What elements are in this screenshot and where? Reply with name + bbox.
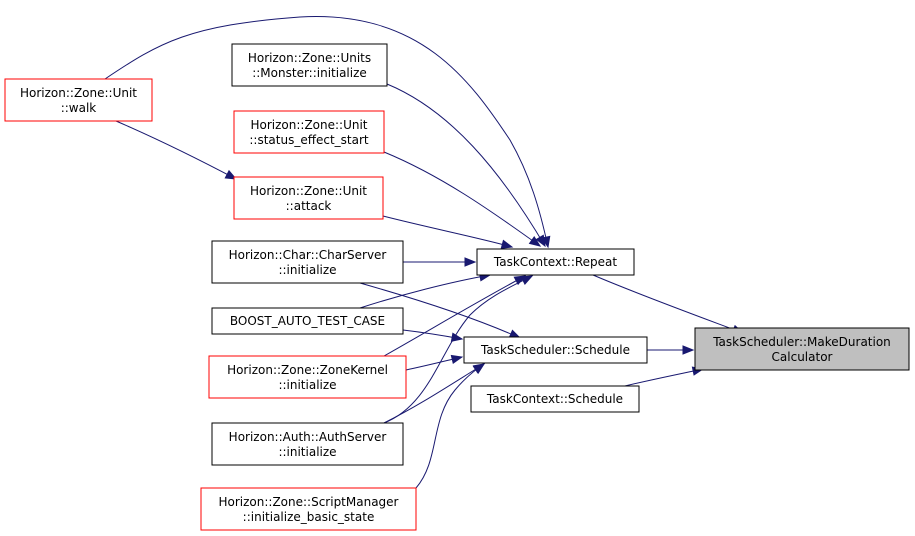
edge-line [359, 282, 521, 339]
arrowhead-icon [682, 345, 695, 355]
edge-line [415, 363, 485, 489]
edge-status-to-repeat [383, 151, 542, 247]
node-monster-initialize[interactable]: Horizon::Zone::Units ::Monster::initiali… [231, 43, 388, 87]
node-label-line: Horizon::Zone::Unit [250, 184, 367, 198]
node-unit-attack[interactable]: Horizon::Zone::Unit ::attack [233, 176, 384, 220]
edge-attack-to-repeat [382, 215, 514, 249]
node-taskcontext-schedule[interactable]: TaskContext::Schedule [470, 385, 640, 413]
edge-line [115, 120, 237, 180]
edge-line [382, 215, 513, 248]
edge-line [383, 275, 533, 424]
node-label-line: TaskScheduler::MakeDuration [712, 335, 891, 349]
node-charserver-initialize[interactable]: Horizon::Char::CharServer ::initialize [211, 240, 404, 284]
edge-line [383, 151, 541, 247]
edge-boost-to-tsschedule [402, 329, 464, 342]
edge-scriptmgr-to-tsschedule [415, 363, 486, 489]
node-label-line: ::status_effect_start [249, 133, 369, 147]
edge-tsschedule-to-makeduration [647, 345, 695, 355]
node-label-line: Horizon::Char::CharServer [229, 248, 387, 262]
edge-line [104, 16, 549, 248]
node-makedurationcalculator[interactable]: TaskScheduler::MakeDuration Calculator [694, 327, 910, 371]
node-label-line: Calculator [772, 350, 833, 364]
node-unit-status-effect-start[interactable]: Horizon::Zone::Unit ::status_effect_star… [233, 110, 385, 154]
node-taskscheduler-schedule[interactable]: TaskScheduler::Schedule [463, 336, 648, 364]
edge-charserver-to-repeat [403, 257, 477, 267]
edge-walk-to-attack [115, 120, 238, 180]
edge-line [592, 274, 744, 334]
node-scriptmanager-initialize-basic-state[interactable]: Horizon::Zone::ScriptManager ::initializ… [200, 487, 417, 531]
node-label-line: ::attack [286, 199, 332, 213]
node-label-line: ::initialize_basic_state [243, 510, 375, 524]
arrowhead-icon [528, 236, 542, 247]
edge-line [386, 83, 546, 247]
node-label-line: BOOST_AUTO_TEST_CASE [230, 314, 385, 328]
edge-repeat-to-makeduration [592, 274, 745, 334]
arrowhead-icon [535, 234, 546, 248]
edge-charserver-to-tsschedule [359, 282, 522, 339]
node-label-line: ::walk [61, 101, 97, 115]
node-label-line: ::Monster::initialize [252, 66, 367, 80]
edge-line [616, 368, 704, 389]
node-label-line: ::initialize [278, 263, 336, 277]
node-label-line: TaskScheduler::Schedule [480, 343, 630, 357]
node-authserver-initialize[interactable]: Horizon::Auth::AuthServer ::initialize [211, 422, 404, 466]
node-boost-auto-test-case[interactable]: BOOST_AUTO_TEST_CASE [211, 307, 404, 335]
edge-zonekernel-to-tsschedule [405, 354, 464, 371]
node-unit-walk[interactable]: Horizon::Zone::Unit ::walk [4, 78, 153, 122]
node-label-line: Horizon::Zone::Unit [250, 118, 367, 132]
arrowhead-icon [450, 354, 464, 365]
arrowhead-icon [500, 239, 514, 249]
node-label-line: TaskContext::Repeat [493, 255, 618, 269]
node-label-line: ::initialize [278, 445, 336, 459]
arrowhead-icon [450, 332, 464, 342]
node-label-line: TaskContext::Schedule [486, 392, 623, 406]
edge-line [359, 274, 491, 309]
node-taskcontext-repeat[interactable]: TaskContext::Repeat [476, 248, 635, 276]
edge-monster-to-repeat [386, 83, 546, 248]
node-label-line: Horizon::Zone::ScriptManager [218, 495, 398, 509]
node-label-line: Horizon::Auth::AuthServer [229, 430, 387, 444]
node-label-line: Horizon::Zone::Unit [20, 86, 137, 100]
arrowhead-icon [472, 363, 486, 374]
node-label-line: ::initialize [278, 378, 336, 392]
edge-line [383, 363, 485, 424]
node-zonekernel-initialize[interactable]: Horizon::Zone::ZoneKernel ::initialize [208, 355, 407, 399]
arrowhead-icon [224, 169, 238, 180]
edge-line [383, 275, 526, 357]
node-label-line: Horizon::Zone::Units [248, 51, 371, 65]
node-label-line: Horizon::Zone::ZoneKernel [227, 363, 388, 377]
arrowhead-icon [520, 275, 534, 285]
arrowhead-icon [464, 257, 477, 267]
edge-tcschedule-to-makeduration [616, 366, 705, 389]
edge-authserver-to-repeat [383, 275, 534, 424]
